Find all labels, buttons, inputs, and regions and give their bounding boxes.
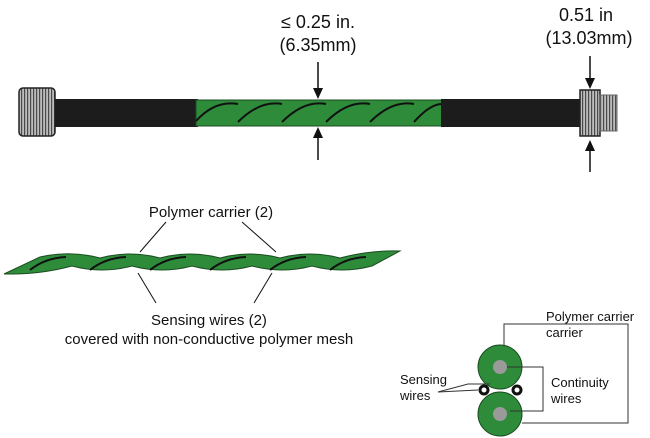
- min-diameter-arrows: [313, 62, 323, 160]
- top-cable-assembly: ≤ 0.25 in. (6.35mm) 0.51 in (13.03mm): [18, 5, 633, 172]
- cs-sensing-label: Sensing: [400, 372, 447, 387]
- sensing-wires-label: Sensing wires (2): [151, 312, 267, 329]
- twisted-cable-detail: Polymer carrier (2) Sensing wires (2) co…: [3, 204, 402, 348]
- cs-continuity-label: Continuity: [551, 375, 609, 390]
- max-diameter-mm-label: (13.03mm): [545, 28, 632, 48]
- cs-polymer-carrier-label: Polymer carrier: [546, 309, 635, 324]
- twisted-sensing-section: [195, 99, 443, 127]
- right-sensing-wire: [511, 384, 523, 396]
- left-cable-jacket: [55, 99, 198, 127]
- min-diameter-label: ≤ 0.25 in.: [281, 12, 355, 32]
- upper-continuity-wire: [493, 360, 507, 374]
- left-sensing-wire: [478, 384, 490, 396]
- lower-continuity-wire: [493, 407, 507, 421]
- cs-carrier-line2-label: carrier: [546, 325, 584, 340]
- right-connector: [579, 89, 618, 137]
- mesh-description-label: covered with non-conductive polymer mesh: [65, 331, 353, 348]
- cross-section: Polymer carrier carrier Sensing wires Co…: [399, 309, 635, 437]
- right-cable-jacket: [441, 99, 582, 127]
- max-diameter-arrows: [585, 56, 595, 172]
- polymer-carrier-label: Polymer carrier (2): [149, 204, 273, 221]
- left-connector: [18, 87, 56, 137]
- cs-continuity-wires-label: wires: [550, 391, 582, 406]
- cs-wires-label: wires: [399, 388, 431, 403]
- min-diameter-mm-label: (6.35mm): [279, 35, 356, 55]
- max-diameter-label: 0.51 in: [559, 5, 613, 25]
